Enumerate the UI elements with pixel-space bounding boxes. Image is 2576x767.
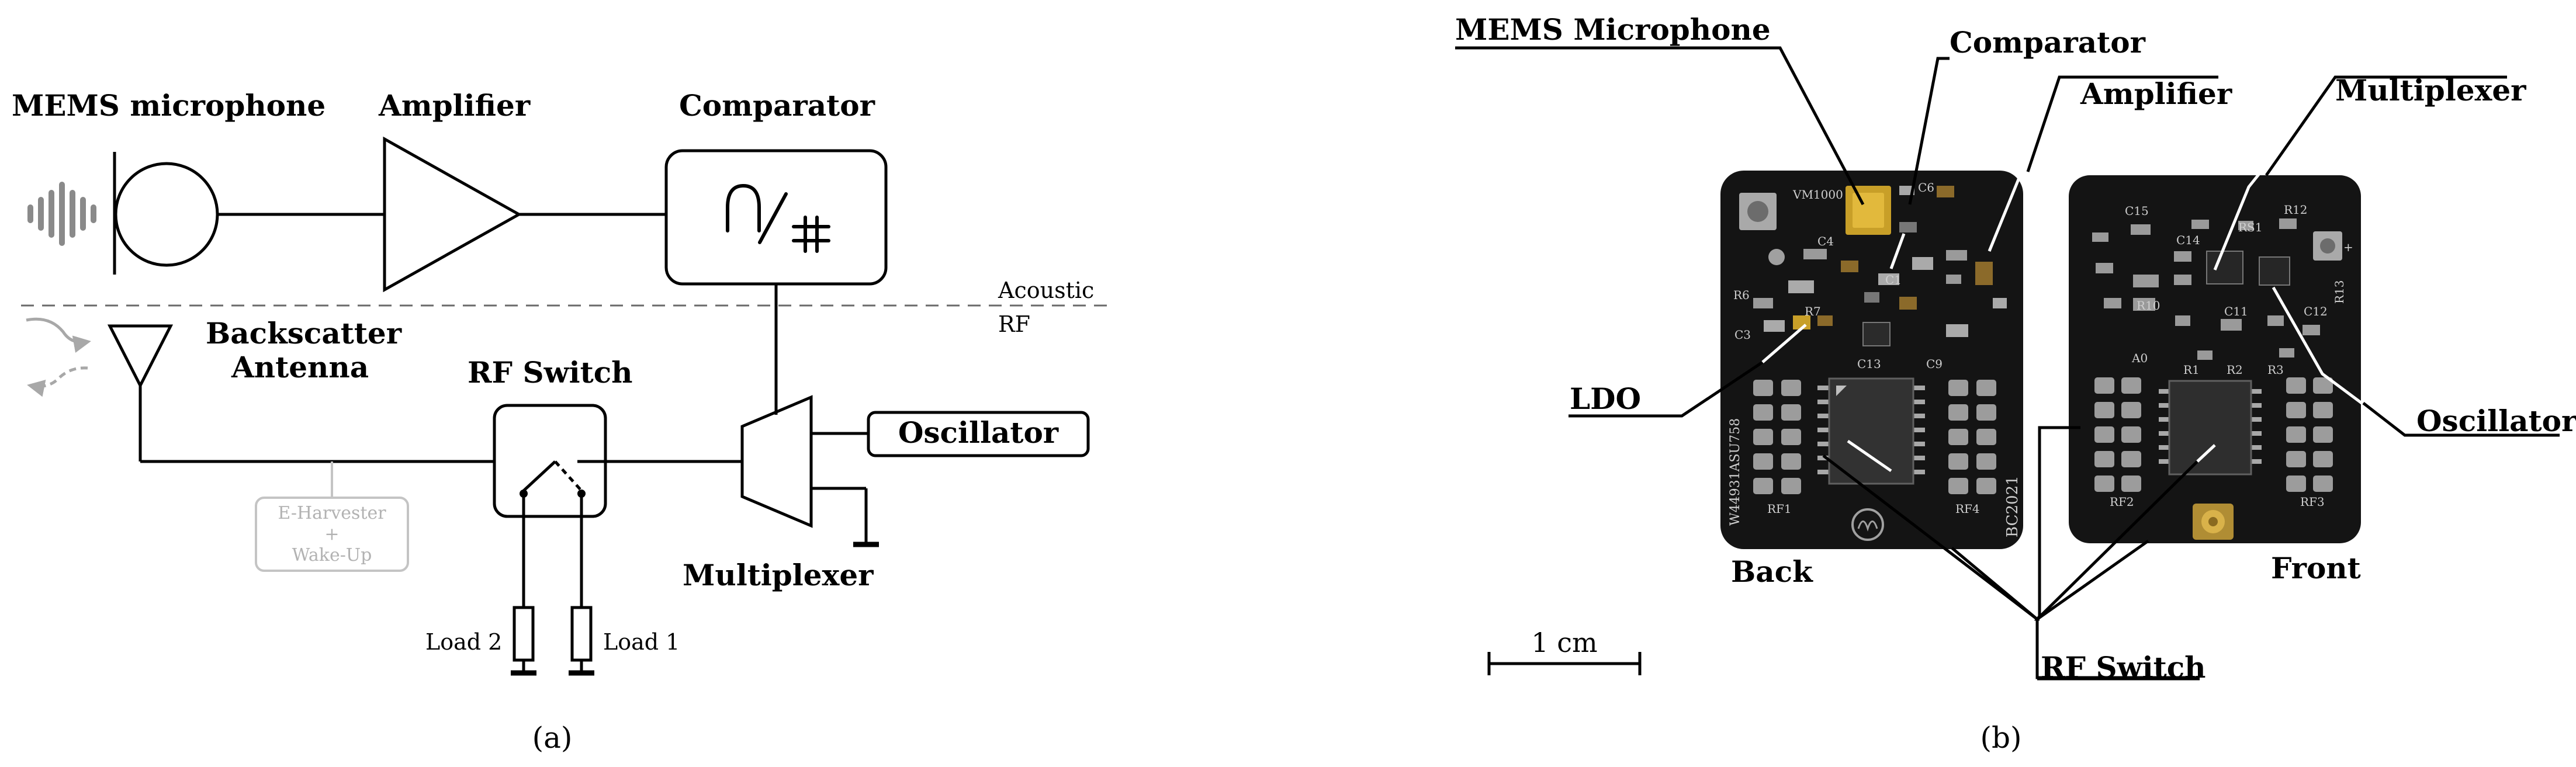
callout-lines-outside: [1951, 75, 2560, 681]
e-harvester-label-line1: E-Harvester: [278, 503, 386, 523]
silk-r2: R2: [2227, 363, 2243, 377]
backscatter-wave-arrows: [26, 317, 91, 397]
antenna-symbol: [107, 324, 494, 463]
comparator-box: [664, 149, 888, 286]
backscatter-label-line1: Backscatter: [206, 316, 402, 350]
silk-vertical-right: BC2021: [2004, 476, 2021, 537]
amplifier-symbol: [383, 136, 522, 293]
pcb-back-board: VM1000 C6 C4 R6 R7 C3 C1 C13 C9 RF1 RF4 …: [1720, 171, 2023, 549]
silk-r1: R1: [2183, 363, 2200, 377]
scale-bar-label: 1 cm: [1531, 627, 1597, 658]
silk-rf2: RF2: [2110, 495, 2134, 509]
acoustic-label: Acoustic: [998, 277, 1094, 303]
silk-r12: R12: [2284, 203, 2308, 217]
label-front: Front: [2271, 551, 2361, 585]
silk-c15: C15: [2125, 204, 2149, 218]
silk-c3: C3: [1734, 328, 1751, 342]
silk-c6: C6: [1918, 181, 1934, 195]
silk-r7: R7: [1805, 304, 1821, 318]
silk-c11: C11: [2224, 304, 2248, 318]
pcb-front-board: C15 C14 RS1 R12 + R10 C11 C12 R13 A0 R1 …: [2069, 175, 2361, 543]
silk-c1: C1: [1885, 273, 1902, 287]
silk-r13: R13: [2332, 280, 2346, 304]
silk-r10: R10: [2137, 299, 2160, 313]
oscillator-box: [867, 411, 1090, 457]
rf-switch-contacts: [520, 460, 605, 498]
load-1: [569, 494, 594, 676]
label-rf-switch: RF Switch: [2041, 650, 2206, 685]
label-comparator: Comparator: [1950, 25, 2146, 60]
silk-plus: +: [2343, 240, 2353, 254]
panel-b-pcb-photo: VM1000 C6 C4 R6 R7 C3 C1 C13 C9 RF1 RF4 …: [1455, 12, 2576, 755]
silk-r6: R6: [1733, 288, 1750, 302]
silk-rf4: RF4: [1955, 502, 1980, 516]
load-1-label: Load 1: [603, 629, 680, 655]
multiplexer-label: Multiplexer: [683, 558, 874, 592]
mux-ground-symbol: [811, 487, 879, 547]
panel-a-block-diagram: MEMS microphone Amplifier Comparator Aco…: [12, 88, 1107, 755]
amplifier-label: Amplifier: [378, 88, 531, 123]
label-back: Back: [1731, 554, 1813, 589]
multiplexer-symbol: [740, 395, 813, 528]
sound-wave-icon: [27, 182, 96, 246]
comparator-label: Comparator: [679, 88, 875, 123]
silk-c13: C13: [1857, 357, 1881, 371]
silk-vertical-left: W44931ASU758: [1728, 418, 1743, 526]
mems-microphone-label: MEMS microphone: [12, 88, 326, 123]
silk-rs1: RS1: [2238, 220, 2262, 234]
callout-lines-white: [1761, 95, 2406, 473]
label-ldo: LDO: [1570, 381, 1641, 416]
backscatter-label-line2: Antenna: [231, 350, 369, 384]
silk-c12: C12: [2304, 304, 2328, 318]
rf-switch-label: RF Switch: [468, 355, 633, 390]
rf-label: RF: [998, 311, 1030, 337]
label-amplifier: Amplifier: [2080, 77, 2232, 111]
label-multiplexer: Multiplexer: [2335, 73, 2526, 107]
silk-c9: C9: [1926, 357, 1943, 371]
scale-bar: [1487, 652, 1642, 675]
e-harvester-label-line3: Wake-Up: [292, 545, 372, 565]
caption-a: (a): [532, 721, 573, 755]
load-2-label: Load 2: [425, 629, 502, 655]
label-oscillator: Oscillator: [2416, 404, 2576, 438]
silk-c14: C14: [2176, 233, 2200, 247]
caption-b: (b): [1980, 721, 2021, 755]
silk-c4: C4: [1817, 234, 1834, 248]
silk-rf1: RF1: [1767, 502, 1792, 516]
silk-vm1000: VM1000: [1792, 188, 1843, 202]
hysteresis-icon: [726, 183, 830, 253]
silk-r3: R3: [2267, 363, 2284, 377]
load-2: [511, 494, 536, 676]
mems-microphone-symbol: [113, 152, 219, 275]
e-harvester-box: [255, 497, 409, 572]
silk-a0: A0: [2131, 351, 2148, 365]
label-mems-microphone: MEMS Microphone: [1455, 12, 1771, 47]
silk-rf3: RF3: [2300, 495, 2325, 509]
e-harvester-label-line2: +: [324, 524, 339, 544]
oscillator-label: Oscillator: [898, 415, 1059, 450]
